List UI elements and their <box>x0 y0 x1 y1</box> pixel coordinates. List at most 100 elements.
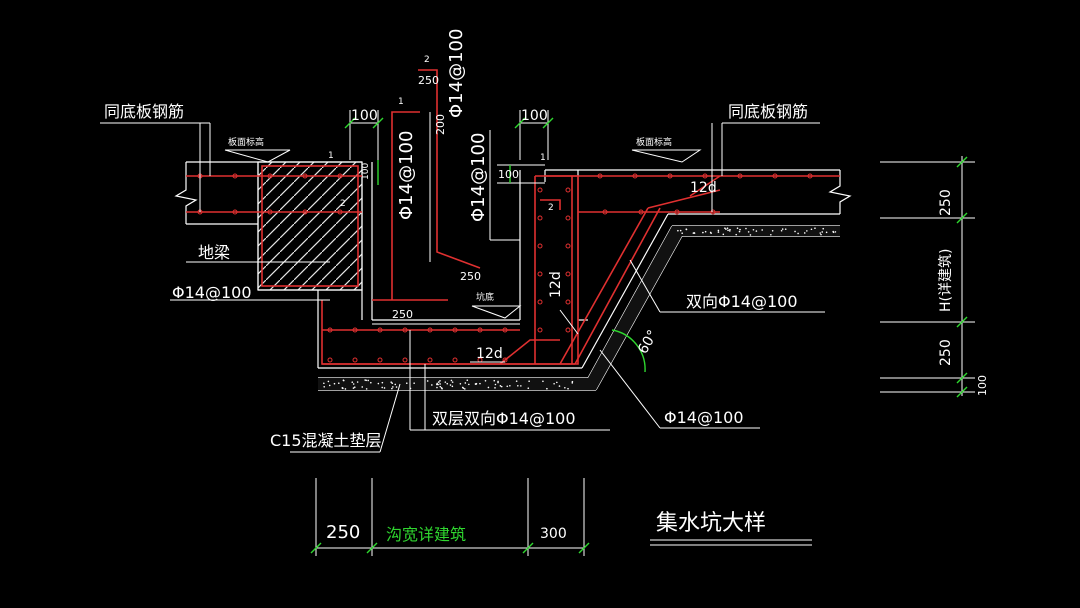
cushion-speckle <box>341 387 344 389</box>
cushion-speckle <box>729 228 731 231</box>
cushion-speckle <box>726 227 729 229</box>
cushion-speckle <box>479 382 481 385</box>
cushion-speckle <box>494 387 496 389</box>
cushion-speckle <box>351 381 354 383</box>
cushion-speckle <box>391 387 393 390</box>
cushion-speckle <box>449 384 452 386</box>
cushion-speckle <box>814 227 816 230</box>
rebar-dot <box>327 357 333 363</box>
rebar-dot <box>377 357 383 363</box>
cushion-speckle <box>464 388 466 390</box>
cushion-speckle <box>364 379 366 381</box>
rebar-dot <box>232 209 238 215</box>
cushion-speckle <box>352 387 355 389</box>
rebar-dot <box>638 209 644 215</box>
cushion-speckle <box>803 232 806 234</box>
dim-250-top: 250 <box>418 74 439 87</box>
rebar-dot <box>537 215 543 221</box>
cushion-speckle <box>784 228 787 230</box>
mark-2-c: 2 <box>548 203 554 213</box>
rebar-dot <box>402 327 408 333</box>
rebar-dot <box>565 299 571 305</box>
cushion-speckle <box>377 382 380 385</box>
rebar-dot <box>632 173 638 179</box>
bottom-dim-300: 300 <box>540 526 567 542</box>
cushion-speckle <box>729 230 731 232</box>
cushion-speckle <box>832 231 835 234</box>
cushion-speckle <box>724 227 726 229</box>
rebar-dot <box>565 327 571 333</box>
dim-100-small-right: 100 <box>498 168 519 181</box>
leader-lines <box>100 110 975 556</box>
cushion-speckle <box>745 227 747 230</box>
cushion-speckle <box>344 388 347 390</box>
mark-1-a: 1 <box>398 97 404 107</box>
cushion-speckle <box>834 231 837 233</box>
cushion-speckle <box>780 229 783 232</box>
right-dim-250-bot: 250 <box>938 339 954 366</box>
dim-250-bottom: 250 <box>392 308 413 321</box>
cushion-speckle <box>493 379 496 382</box>
rebar-dot <box>537 243 543 249</box>
cushion-speckle <box>517 384 519 387</box>
cushion-speckle <box>381 386 384 389</box>
rebar-dot <box>452 357 458 363</box>
rebar-lines <box>186 69 840 365</box>
rebar-dot <box>327 327 333 333</box>
cushion-speckle <box>704 230 707 233</box>
cushion-speckle <box>571 382 574 384</box>
cushion-speckle <box>556 381 558 384</box>
cushion-speckle <box>462 387 465 389</box>
c15-cushion-layer <box>318 226 840 390</box>
cushion-speckle <box>426 380 429 382</box>
rebar-dot <box>427 357 433 363</box>
right-dim-100: 100 <box>976 375 989 396</box>
cushion-speckle <box>564 386 566 389</box>
slab-level-label-left: 板面标高 <box>228 136 264 148</box>
d12-bottom-label: 12d <box>476 346 503 362</box>
cushion-speckle <box>413 382 415 384</box>
rebar-dot <box>597 173 603 179</box>
cushion-speckle <box>717 229 720 232</box>
rebar-dots <box>197 173 813 363</box>
rebar-dot <box>377 327 383 333</box>
dimension-ticks <box>310 117 968 554</box>
cushion-speckle <box>558 385 561 387</box>
cushion-speckle <box>735 233 738 236</box>
rebar-dot <box>702 173 708 179</box>
cushion-speckle <box>821 231 824 233</box>
mark-2-a: 2 <box>424 55 430 65</box>
cushion-speckle <box>451 381 454 383</box>
cushion-speckle <box>436 386 438 389</box>
rebar-dot <box>477 327 483 333</box>
vertical-rebar-label-1: Φ14@100 <box>396 131 417 220</box>
rebar-dot <box>602 209 608 215</box>
same-slab-label-left: 同底板钢筋 <box>104 102 184 121</box>
cushion-speckle <box>781 228 784 230</box>
rebar-dot <box>302 173 308 179</box>
right-dim-h: H(详建筑) <box>938 249 954 312</box>
cushion-speckle <box>567 387 569 390</box>
cushion-speckle <box>499 385 502 387</box>
labels: 同底板钢筋 同底板钢筋 板面标高 板面标高 地梁 Φ14@100 C15混凝土垫… <box>104 29 989 544</box>
cushion-speckle <box>392 386 394 388</box>
d12-top-label: 12d <box>690 180 717 196</box>
d12-mid-label: 12d <box>548 271 564 298</box>
rebar-dot <box>502 327 508 333</box>
cushion-speckle <box>736 227 739 230</box>
c15-label: C15混凝土垫层 <box>270 431 382 450</box>
cushion-speckle <box>685 228 688 231</box>
cushion-speckle <box>571 380 574 383</box>
dim-100-right: 100 <box>521 108 548 124</box>
rebar-dot <box>537 271 543 277</box>
rebar-dot <box>537 327 543 333</box>
rebar-dot <box>772 173 778 179</box>
cushion-speckle <box>352 383 355 385</box>
rebar-dot <box>337 173 343 179</box>
cushion-speckle <box>370 381 372 384</box>
bottom-dim-width: 沟宽详建筑 <box>386 525 466 544</box>
cushion-speckle <box>822 227 825 230</box>
cushion-speckle <box>381 381 384 384</box>
cushion-speckle <box>446 382 449 385</box>
rebar-dot <box>537 187 543 193</box>
